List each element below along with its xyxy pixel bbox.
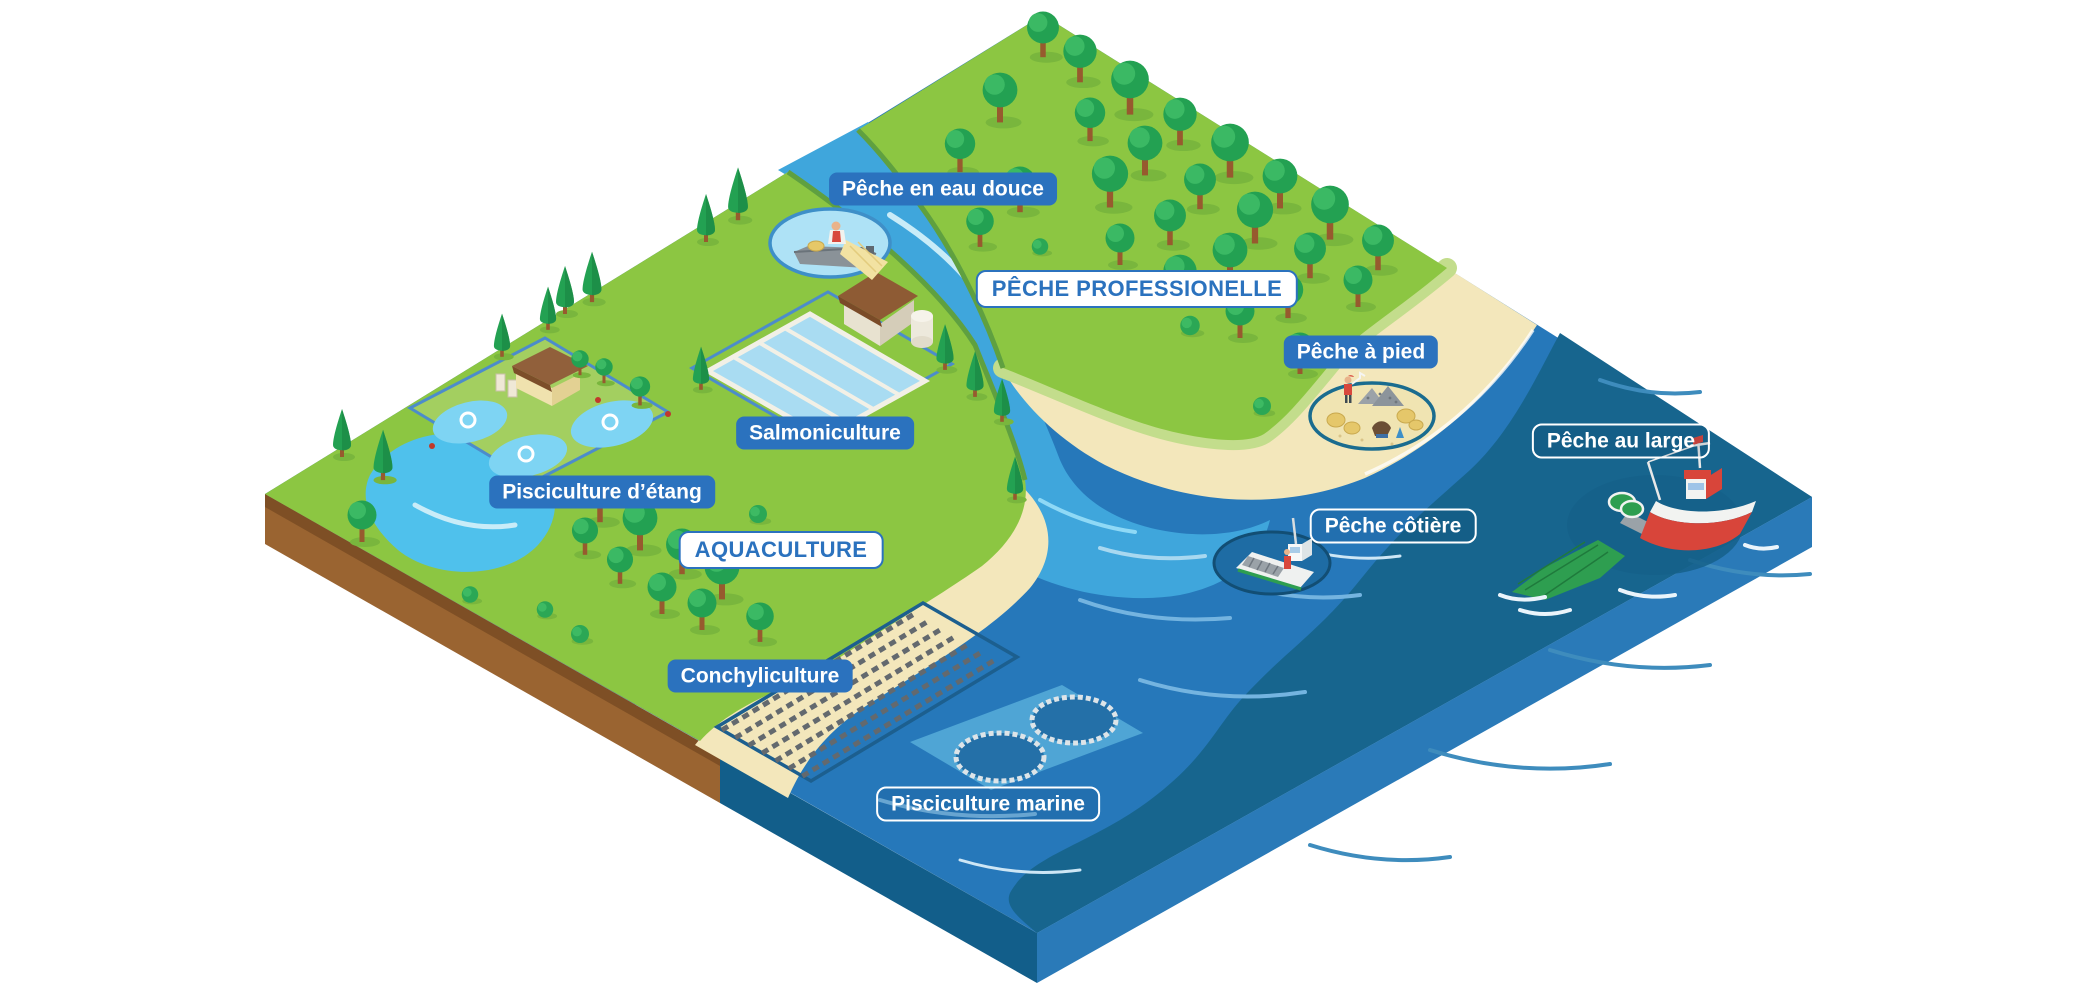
label-peche-cotiere: Pêche côtière	[1309, 508, 1477, 544]
lake-streak	[412, 502, 518, 530]
left-grass	[265, 172, 1026, 741]
label-peche-au-large: Pêche au large	[1531, 423, 1711, 459]
fish-ponds-icon	[432, 400, 654, 478]
label-peche-en-eau-douce: Pêche en eau douce	[829, 172, 1057, 206]
block-sides	[265, 494, 1812, 983]
label-peche-a-pied: Pêche à pied	[1283, 335, 1439, 369]
sea-cages-icon	[953, 694, 1119, 784]
label-aquaculture: AQUACULTURE	[678, 531, 884, 569]
hatchery-building-icon	[838, 272, 933, 348]
label-conchyliculture: Conchyliculture	[667, 659, 853, 693]
sea-side-southeast	[1037, 497, 1812, 983]
freshwater-fishing-icon	[768, 207, 892, 280]
farm-house-icon	[495, 347, 588, 406]
marine-farm	[910, 685, 1143, 790]
beach-foam-line	[1364, 329, 1535, 476]
wake-foam	[1498, 543, 1779, 616]
river-right-bank-rim	[856, 128, 1006, 369]
shore-fishing-icon	[1308, 371, 1436, 451]
label-peche-professionelle: PÊCHE PROFESSIONELLE	[975, 270, 1299, 308]
label-pisciculture-etang: Pisciculture d’étang	[489, 475, 715, 509]
offshore-trawler-icon	[1498, 435, 1779, 616]
soil-side-lip	[265, 494, 720, 766]
sea-side-southwest	[720, 753, 1037, 983]
label-salmoniculture: Salmoniculture	[736, 416, 914, 450]
coastal-fishing-boat-icon	[1212, 517, 1332, 596]
left-beach	[695, 460, 1049, 798]
label-pisciculture-marine: Pisciculture marine	[876, 786, 1100, 822]
